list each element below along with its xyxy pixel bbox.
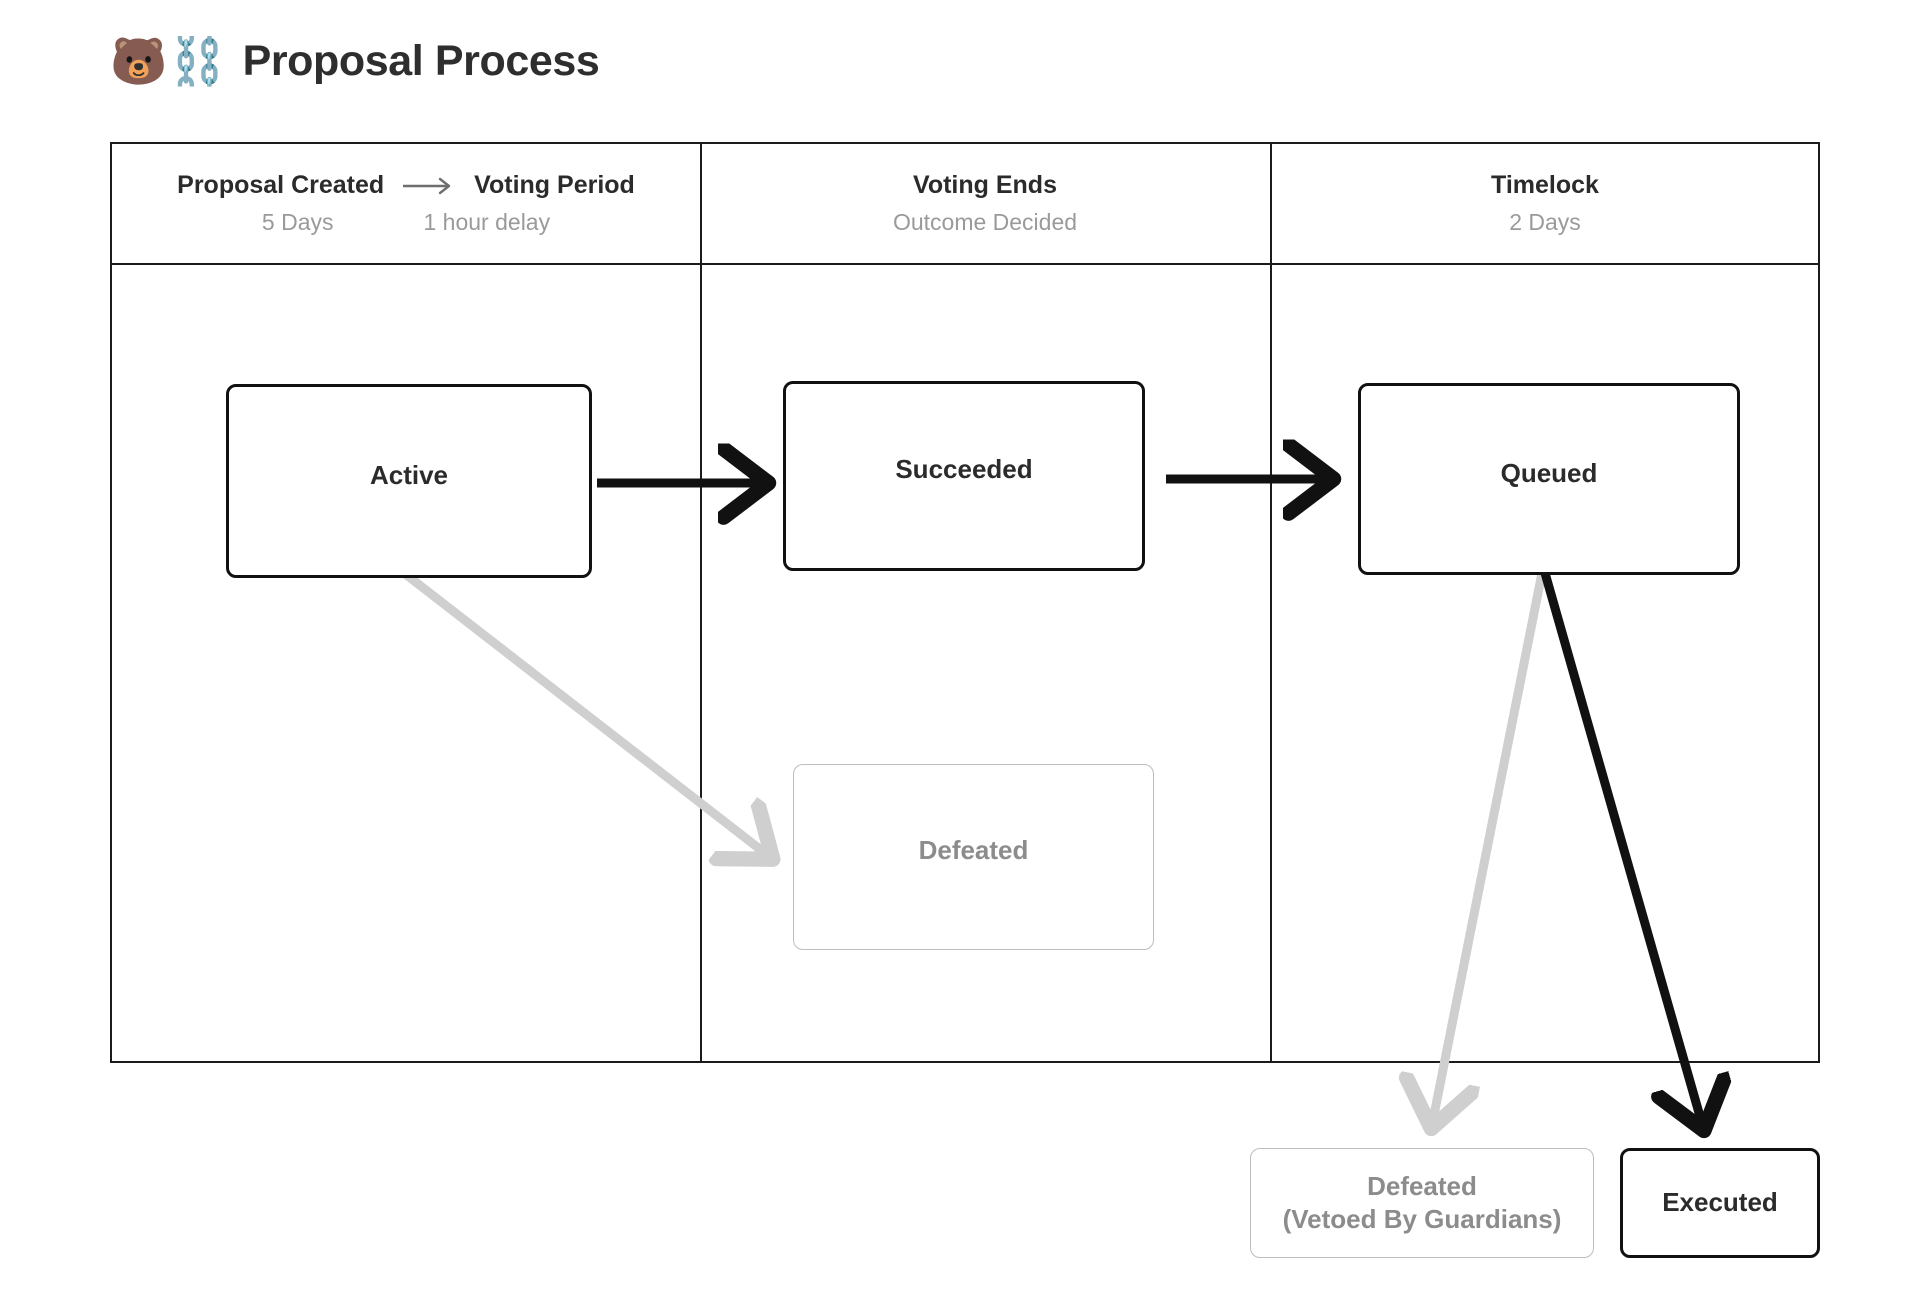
lane-header-divider [112,263,1818,265]
lane-divider-2 [1270,144,1272,1061]
state-label-queued: Queued [1500,458,1598,489]
state-box-succeeded[interactable]: Succeeded [783,381,1145,571]
right-arrow-icon [402,176,456,196]
state-label-executed: Executed [1662,1187,1778,1218]
page-title-bar: 🐻⛓️ Proposal Process [110,28,600,94]
lane-3-sub-row: 2 Days [1509,209,1581,236]
lane-3-sub: 2 Days [1509,209,1581,235]
bear-icon: 🐻 [110,35,170,87]
state-label-succeeded: Succeeded [895,454,1033,485]
lane-1-title-left: Proposal Created [177,171,385,199]
lane-header-voting-ends: Voting Ends Outcome Decided [700,144,1270,263]
lane-1-title-row: Proposal Created Voting Period [177,171,635,200]
lane-divider-1 [700,144,702,1061]
state-box-queued[interactable]: Queued [1358,383,1740,575]
lane-1-sub-left: 5 Days [261,209,334,235]
state-box-executed[interactable]: Executed [1620,1148,1820,1258]
lane-3-title: Timelock [1491,171,1599,199]
lane-2-sub-row: Outcome Decided [893,209,1077,236]
page-title: Proposal Process [242,36,600,85]
state-label-defeated-vetoed-line2: (Vetoed By Guardians) [1282,1204,1562,1234]
chains-icon: ⛓️ [169,35,229,87]
state-label-defeated: Defeated [918,835,1029,866]
state-label-active: Active [369,460,449,491]
state-box-defeated[interactable]: Defeated [793,764,1154,950]
lane-2-title: Voting Ends [913,171,1057,199]
state-box-defeated-vetoed[interactable]: Defeated (Vetoed By Guardians) [1250,1148,1594,1258]
state-box-active[interactable]: Active [226,384,592,578]
lane-2-title-row: Voting Ends [913,171,1057,200]
lane-1-sub-right: 1 hour delay [423,209,551,235]
lane-header-timelock: Timelock 2 Days [1270,144,1820,263]
state-label-defeated-vetoed: Defeated (Vetoed By Guardians) [1283,1170,1562,1237]
lane-header-proposal-created: Proposal Created Voting Period 5 Days 1 … [112,144,700,263]
lane-1-title-right: Voting Period [474,171,635,199]
lane-3-title-row: Timelock [1491,171,1599,200]
title-icons: 🐻⛓️ [110,38,229,84]
lane-2-sub: Outcome Decided [892,209,1078,235]
lane-1-sub-row: 5 Days 1 hour delay [262,209,550,236]
swimlane-frame: Proposal Created Voting Period 5 Days 1 … [110,142,1820,1063]
state-label-defeated-vetoed-line1: Defeated [1367,1170,1477,1201]
